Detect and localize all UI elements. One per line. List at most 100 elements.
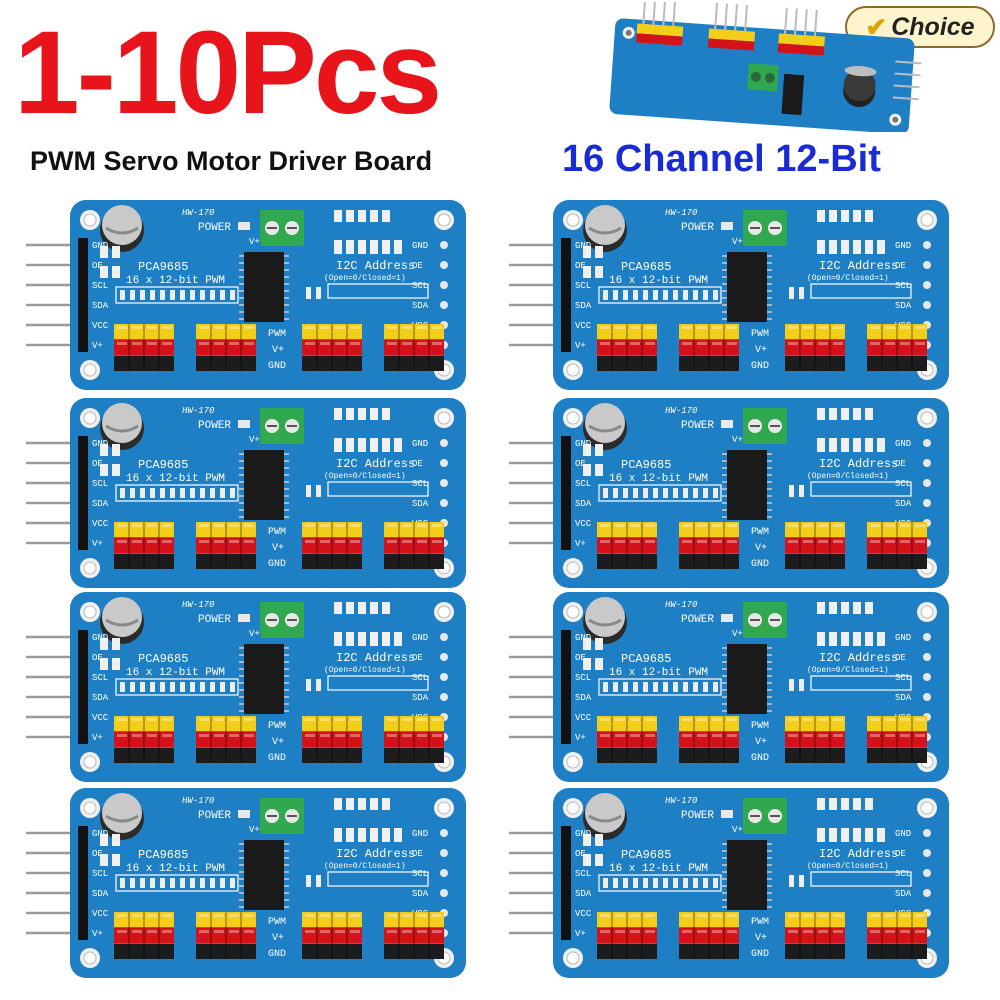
servo-driver-board: HW-170 POWER V+ I2C Address (Open=0/Clos… bbox=[509, 398, 949, 588]
svg-text:GND: GND bbox=[412, 829, 428, 839]
capacitor-icon bbox=[100, 793, 144, 840]
svg-text:GND: GND bbox=[92, 439, 108, 449]
servo-header-group-1 bbox=[596, 323, 658, 372]
smd-resistor-icon bbox=[100, 408, 402, 476]
row-labels: PWM V+ GND bbox=[268, 527, 286, 570]
board-model: HW-170 bbox=[182, 796, 215, 806]
servo-header-group-4 bbox=[383, 715, 445, 764]
row-labels: PWM V+ GND bbox=[751, 917, 769, 960]
power-label: POWER bbox=[681, 810, 714, 822]
svg-text:GND: GND bbox=[412, 241, 428, 251]
check-icon: ✔ bbox=[865, 11, 888, 42]
power-led-icon bbox=[238, 614, 250, 622]
servo-header-group-3 bbox=[301, 323, 363, 372]
board-model: HW-170 bbox=[182, 406, 215, 416]
svg-text:SCL: SCL bbox=[412, 281, 428, 291]
pca9685-chip-icon bbox=[722, 840, 772, 910]
svg-text:SDA: SDA bbox=[895, 301, 912, 311]
power-label: POWER bbox=[198, 614, 231, 626]
mount-hole-icon bbox=[562, 557, 584, 579]
servo-header-group-2 bbox=[678, 911, 740, 960]
svg-text:V+: V+ bbox=[92, 929, 103, 939]
servo-header-group-1 bbox=[113, 715, 175, 764]
i2c-address-title: I2C Address bbox=[819, 457, 898, 471]
svg-text:SCL: SCL bbox=[92, 673, 108, 683]
address-jumper-block bbox=[327, 283, 429, 299]
pca9685-chip-icon bbox=[722, 252, 772, 322]
led-resistor-block bbox=[115, 484, 239, 502]
svg-text:VCC: VCC bbox=[92, 321, 109, 331]
i2c-address-note: (Open=0/Closed=1) bbox=[807, 862, 889, 871]
svg-text:V+: V+ bbox=[755, 933, 767, 944]
servo-driver-board: HW-170 POWER V+ I2C Address (Open=0/Clos… bbox=[26, 592, 466, 782]
servo-header-group-1 bbox=[596, 715, 658, 764]
mount-hole-icon bbox=[433, 797, 455, 819]
smd-resistor-icon bbox=[100, 602, 402, 670]
svg-text:GND: GND bbox=[92, 633, 108, 643]
choice-label: Choice bbox=[891, 12, 975, 41]
mount-hole-icon bbox=[433, 601, 455, 623]
power-led-icon bbox=[238, 810, 250, 818]
capacitor-icon bbox=[583, 205, 627, 252]
svg-text:OE: OE bbox=[412, 849, 423, 859]
servo-header-group-1 bbox=[113, 911, 175, 960]
product-spec: 16 Channel 12-Bit bbox=[562, 138, 881, 180]
svg-text:SCL: SCL bbox=[92, 479, 108, 489]
svg-text:SDA: SDA bbox=[895, 693, 912, 703]
svg-text:OE: OE bbox=[575, 849, 586, 859]
servo-header-group-4 bbox=[383, 911, 445, 960]
svg-text:V+: V+ bbox=[575, 733, 586, 743]
svg-text:V+: V+ bbox=[755, 543, 767, 554]
servo-header-group-4 bbox=[383, 521, 445, 570]
servo-header-group-3 bbox=[784, 323, 846, 372]
svg-text:GND: GND bbox=[751, 559, 769, 570]
power-led-icon bbox=[238, 222, 250, 230]
servo-header-group-1 bbox=[113, 521, 175, 570]
svg-text:SDA: SDA bbox=[895, 499, 912, 509]
power-led-icon bbox=[721, 614, 733, 622]
servo-driver-board: HW-170 POWER V+ I2C Address (Open=0/Clos… bbox=[509, 200, 949, 390]
mount-hole-icon bbox=[433, 407, 455, 429]
terminal-vplus-label: V+ bbox=[249, 237, 260, 247]
mount-hole-icon bbox=[916, 797, 938, 819]
svg-text:SCL: SCL bbox=[92, 869, 108, 879]
svg-text:V+: V+ bbox=[575, 341, 586, 351]
svg-text:SCL: SCL bbox=[575, 673, 591, 683]
svg-text:OE: OE bbox=[895, 459, 906, 469]
svg-text:VCC: VCC bbox=[92, 713, 109, 723]
servo-driver-board: HW-170 POWER V+ I2C Address (Open=0/Clos… bbox=[509, 788, 949, 978]
svg-text:GND: GND bbox=[268, 753, 286, 764]
servo-header-group-4 bbox=[383, 323, 445, 372]
board-model: HW-170 bbox=[665, 600, 698, 610]
screw-terminal-icon bbox=[260, 210, 304, 246]
i2c-address-note: (Open=0/Closed=1) bbox=[324, 862, 406, 871]
chip-spec: 16 x 12-bit PWM bbox=[126, 275, 225, 287]
svg-text:V+: V+ bbox=[755, 737, 767, 748]
svg-text:GND: GND bbox=[268, 949, 286, 960]
servo-header-group-2 bbox=[195, 911, 257, 960]
svg-text:SDA: SDA bbox=[412, 301, 429, 311]
left-pin-labels: GND OE SCL SDA VCC V+ bbox=[92, 439, 109, 549]
capacitor-icon bbox=[100, 597, 144, 644]
svg-text:OE: OE bbox=[412, 459, 423, 469]
board-model: HW-170 bbox=[665, 208, 698, 218]
svg-text:SDA: SDA bbox=[412, 889, 429, 899]
chip-name: PCA9685 bbox=[138, 848, 188, 862]
row-labels: PWM V+ GND bbox=[751, 527, 769, 570]
terminal-vplus-label: V+ bbox=[732, 629, 743, 639]
servo-header-group-2 bbox=[195, 521, 257, 570]
svg-text:PWM: PWM bbox=[268, 721, 286, 732]
address-jumper-block bbox=[327, 481, 429, 497]
svg-text:SDA: SDA bbox=[412, 693, 429, 703]
svg-text:SDA: SDA bbox=[575, 301, 592, 311]
svg-text:V+: V+ bbox=[92, 341, 103, 351]
screw-terminal-icon bbox=[743, 602, 787, 638]
left-pin-labels: GND OE SCL SDA VCC V+ bbox=[575, 633, 592, 743]
power-led-icon bbox=[721, 420, 733, 428]
smd-resistor-icon bbox=[100, 798, 402, 866]
i2c-address-note: (Open=0/Closed=1) bbox=[324, 666, 406, 675]
i2c-address-title: I2C Address bbox=[336, 847, 415, 861]
smd-resistor-icon bbox=[583, 602, 885, 670]
chip-spec: 16 x 12-bit PWM bbox=[609, 275, 708, 287]
svg-text:GND: GND bbox=[895, 633, 911, 643]
